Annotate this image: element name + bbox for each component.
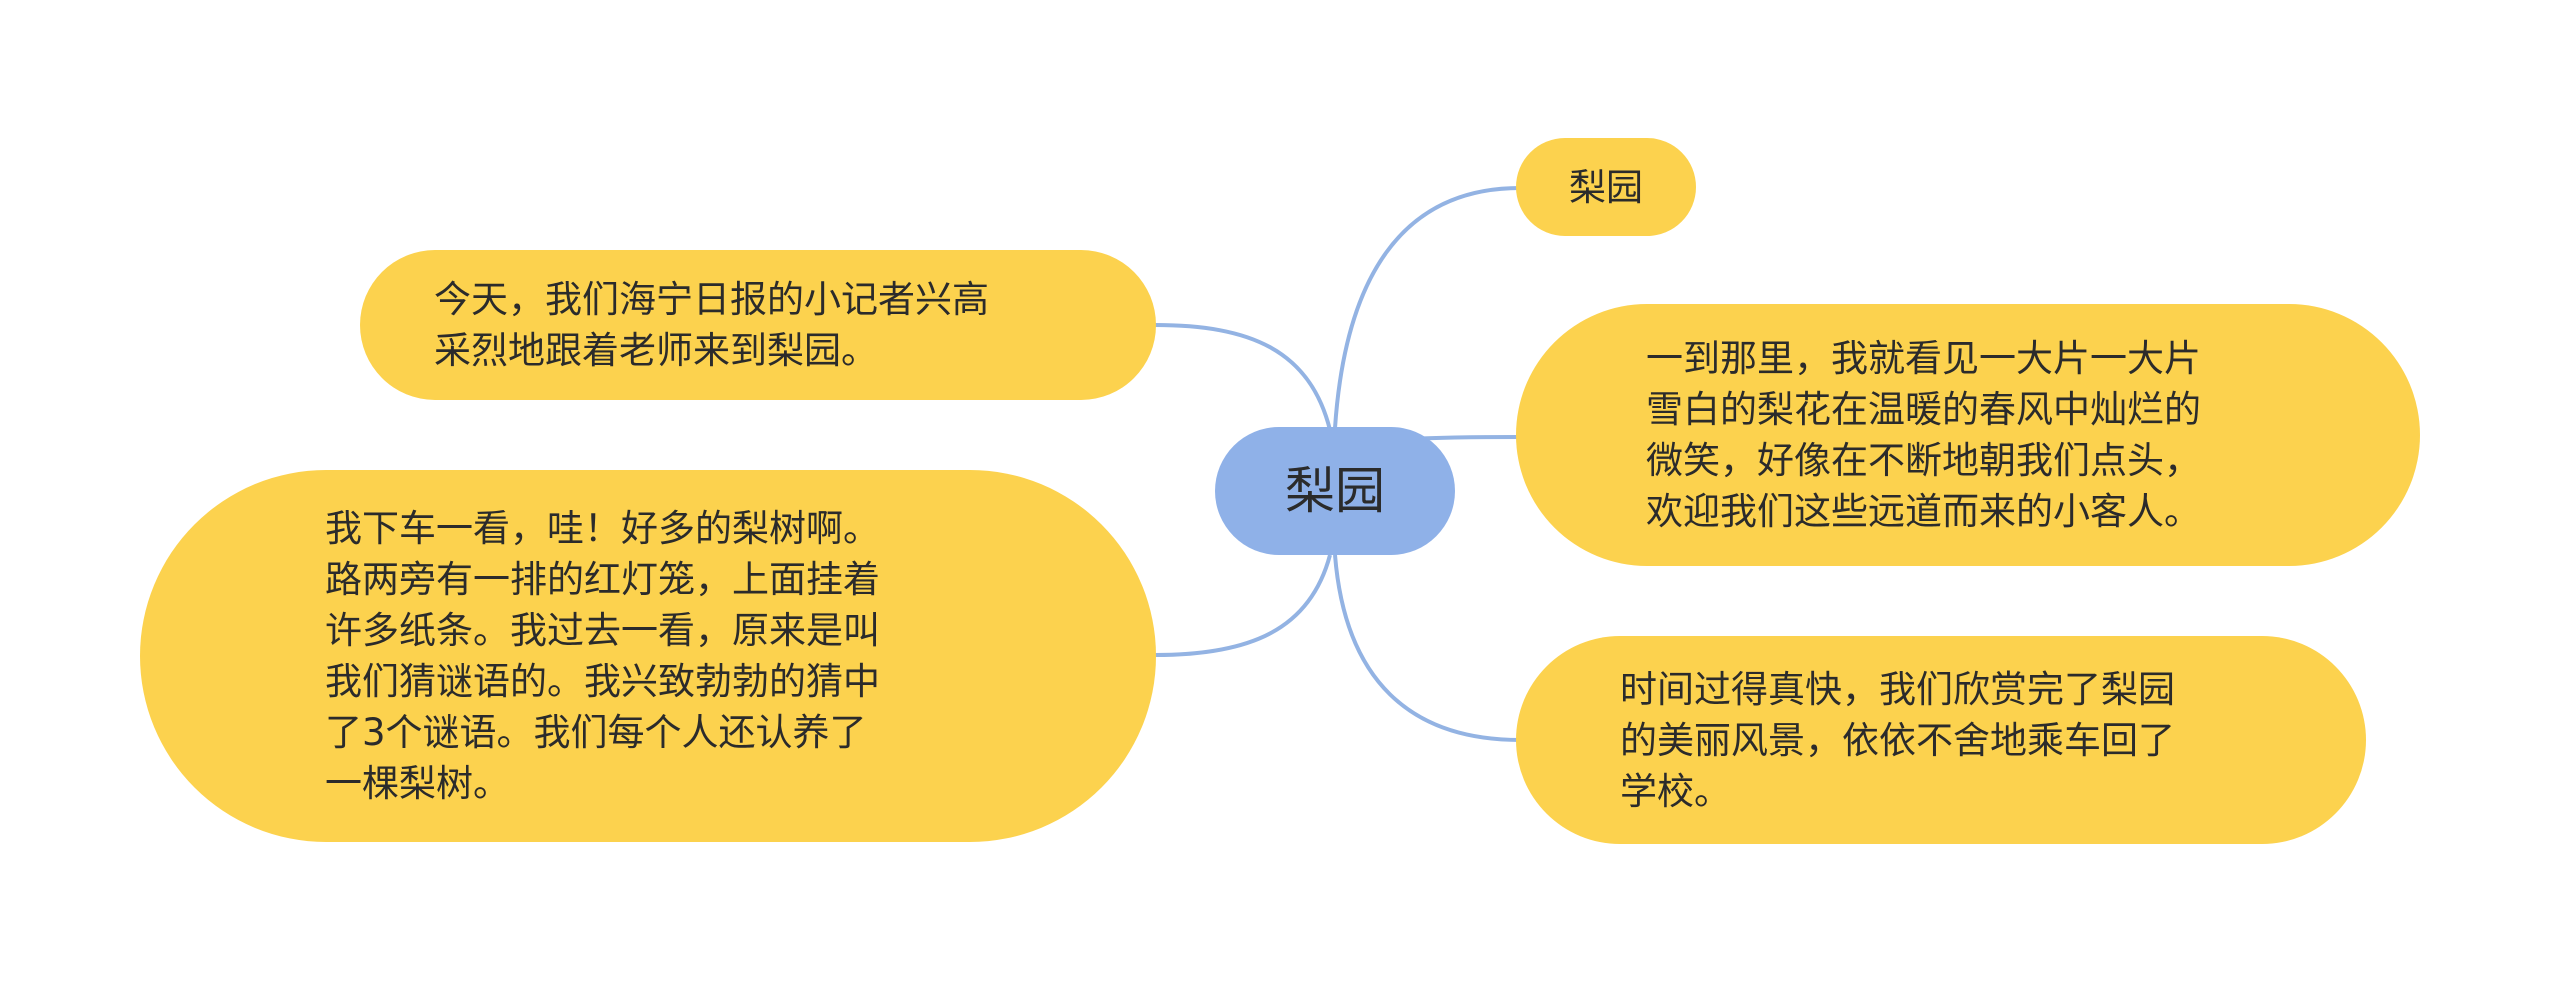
branch-node-pear-blossoms-line-1: 一到那里，我就看见一大片一大片 [1646, 337, 2201, 380]
link-center-to-right-1 [1333, 186, 1521, 429]
link-center-to-left-1 [1154, 323, 1332, 431]
branch-node-arrival-line-1: 今天，我们海宁日报的小记者兴高 [434, 278, 989, 321]
branch-node-return-to-school[interactable]: 时间过得真快，我们欣赏完了梨园 的美丽风景，依依不舍地乘车回了 学校。 [1516, 636, 2366, 844]
branch-node-pear-blossoms-line-2: 雪白的梨花在温暖的春风中灿烂的 [1646, 388, 2201, 431]
branch-node-title-text: 梨园 [1569, 162, 1643, 213]
branch-node-riddles-line-6: 一棵梨树。 [325, 762, 510, 805]
branch-node-title-line-1: 梨园 [1569, 165, 1643, 209]
branch-node-riddles-line-4: 我们猜谜语的。我兴致勃勃的猜中 [325, 660, 880, 703]
branch-node-return-to-school-text: 时间过得真快，我们欣赏完了梨园 的美丽风景，依依不舍地乘车回了 学校。 [1620, 664, 2175, 817]
branch-node-pear-blossoms-line-3: 微笑，好像在不断地朝我们点头， [1646, 439, 2201, 482]
branch-node-riddles-line-1: 我下车一看，哇！好多的梨树啊。 [325, 507, 880, 550]
branch-node-pear-blossoms-line-4: 欢迎我们这些远道而来的小客人。 [1646, 490, 2201, 533]
branch-node-riddles-line-5: 了3个谜语。我们每个人还认养了 [325, 711, 867, 754]
branch-node-arrival-text: 今天，我们海宁日报的小记者兴高 采烈地跟着老师来到梨园。 [434, 274, 989, 376]
branch-node-title[interactable]: 梨园 [1516, 138, 1696, 236]
branch-node-riddles-text: 我下车一看，哇！好多的梨树啊。 路两旁有一排的红灯笼，上面挂着 许多纸条。我过去… [325, 503, 880, 809]
branch-node-arrival[interactable]: 今天，我们海宁日报的小记者兴高 采烈地跟着老师来到梨园。 [360, 250, 1156, 400]
link-center-to-right-3 [1333, 554, 1521, 742]
link-center-to-left-2 [1154, 554, 1332, 657]
branch-node-riddles-line-2: 路两旁有一排的红灯笼，上面挂着 [325, 558, 880, 601]
branch-node-riddles[interactable]: 我下车一看，哇！好多的梨树啊。 路两旁有一排的红灯笼，上面挂着 许多纸条。我过去… [140, 470, 1156, 842]
central-topic-label: 梨园 [1285, 462, 1385, 520]
branch-node-return-to-school-line-3: 学校。 [1620, 769, 1731, 813]
branch-node-pear-blossoms-text: 一到那里，我就看见一大片一大片 雪白的梨花在温暖的春风中灿烂的 微笑，好像在不断… [1646, 333, 2201, 537]
branch-node-return-to-school-line-1: 时间过得真快，我们欣赏完了梨园 [1620, 667, 2175, 711]
branch-node-return-to-school-line-2: 的美丽风景，依依不舍地乘车回了 [1620, 718, 2175, 762]
central-topic-node[interactable]: 梨园 [1215, 427, 1455, 555]
branch-node-arrival-line-2: 采烈地跟着老师来到梨园。 [434, 329, 878, 372]
branch-node-riddles-line-3: 许多纸条。我过去一看，原来是叫 [325, 609, 880, 652]
branch-node-pear-blossoms[interactable]: 一到那里，我就看见一大片一大片 雪白的梨花在温暖的春风中灿烂的 微笑，好像在不断… [1516, 304, 2420, 566]
